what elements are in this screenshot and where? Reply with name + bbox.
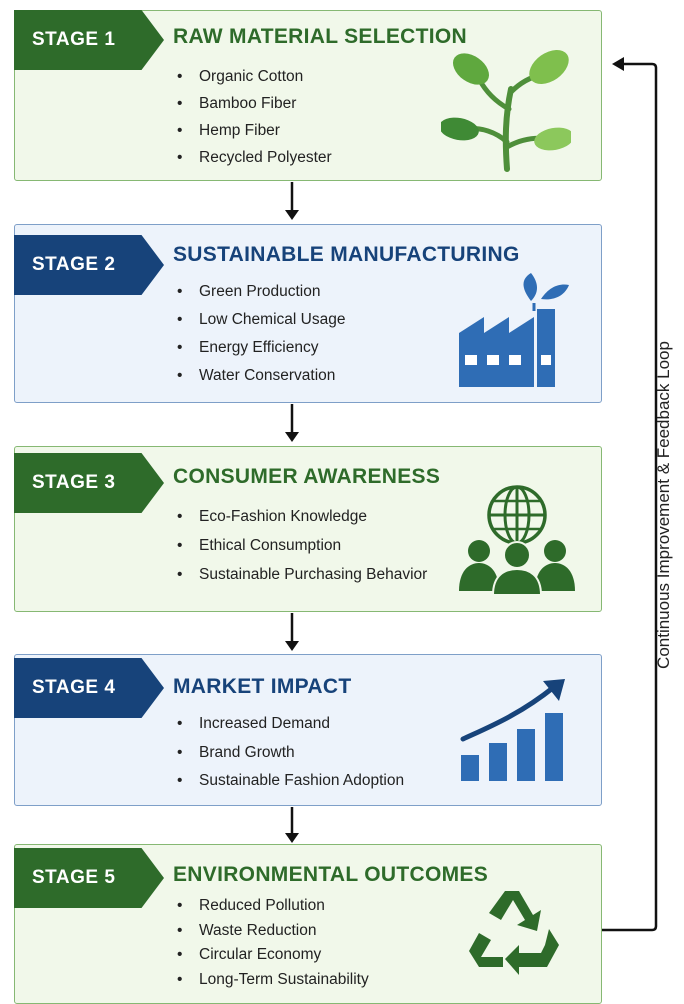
list-item: Long-Term Sustainability	[173, 968, 369, 993]
list-item: Low Chemical Usage	[173, 306, 345, 334]
stage-2-box: STAGE 2 SUSTAINABLE MANUFACTURING Green …	[14, 224, 602, 403]
stage-1-title: RAW MATERIAL SELECTION	[173, 25, 467, 48]
list-item: Organic Cotton	[173, 63, 332, 90]
stage-5-box: STAGE 5 ENVIRONMENTAL OUTCOMES Reduced P…	[14, 844, 602, 1004]
list-item: Increased Demand	[173, 710, 404, 739]
stage-4-box: STAGE 4 MARKET IMPACT Increased Demand B…	[14, 654, 602, 806]
stage-4-tag: STAGE 4	[14, 658, 164, 718]
flow-arrow-2-3	[285, 404, 299, 442]
stage-5-tag: STAGE 5	[14, 848, 164, 908]
list-item: Sustainable Purchasing Behavior	[173, 560, 427, 589]
stage-3-tag: STAGE 3	[14, 453, 164, 513]
growth-chart-icon	[460, 679, 565, 781]
stage-3-title: CONSUMER AWARENESS	[173, 465, 441, 488]
stage-2-items: Green Production Low Chemical Usage Ener…	[173, 278, 345, 390]
list-item: Eco-Fashion Knowledge	[173, 502, 427, 531]
globe-people-icon	[459, 485, 575, 595]
list-item: Energy Efficiency	[173, 334, 345, 362]
list-item: Brand Growth	[173, 739, 404, 768]
list-item: Bamboo Fiber	[173, 90, 332, 117]
list-item: Green Production	[173, 278, 345, 306]
eco-factory-icon	[459, 273, 569, 387]
feedback-loop-label: Continuous Improvement & Feedback Loop	[654, 341, 673, 669]
list-item: Circular Economy	[173, 943, 369, 968]
stage-4-items: Increased Demand Brand Growth Sustainabl…	[173, 710, 404, 796]
flow-arrow-1-2	[285, 182, 299, 220]
list-item: Hemp Fiber	[173, 117, 332, 144]
stage-2-title: SUSTAINABLE MANUFACTURING	[173, 243, 520, 266]
list-item: Waste Reduction	[173, 919, 369, 944]
stage-4-title: MARKET IMPACT	[173, 675, 352, 698]
list-item: Recycled Polyester	[173, 144, 332, 171]
stage-2-tag: STAGE 2	[14, 235, 164, 295]
list-item: Reduced Pollution	[173, 894, 369, 919]
list-item: Ethical Consumption	[173, 531, 427, 560]
recycle-icon	[469, 891, 559, 975]
stage-1-box: STAGE 1 RAW MATERIAL SELECTION Organic C…	[14, 10, 602, 181]
list-item: Sustainable Fashion Adoption	[173, 767, 404, 796]
stage-1-tag: STAGE 1	[14, 10, 164, 70]
stage-3-items: Eco-Fashion Knowledge Ethical Consumptio…	[173, 502, 427, 589]
flow-arrow-4-5	[285, 807, 299, 843]
list-item: Water Conservation	[173, 362, 345, 390]
plant-sprout-icon	[441, 49, 571, 172]
stage-1-items: Organic Cotton Bamboo Fiber Hemp Fiber R…	[173, 63, 332, 171]
stage-3-box: STAGE 3 CONSUMER AWARENESS Eco-Fashion K…	[14, 446, 602, 612]
flow-arrow-3-4	[285, 613, 299, 651]
stage-5-title: ENVIRONMENTAL OUTCOMES	[173, 863, 488, 886]
stage-5-items: Reduced Pollution Waste Reduction Circul…	[173, 894, 369, 992]
feedback-loop-arrow	[602, 57, 658, 932]
